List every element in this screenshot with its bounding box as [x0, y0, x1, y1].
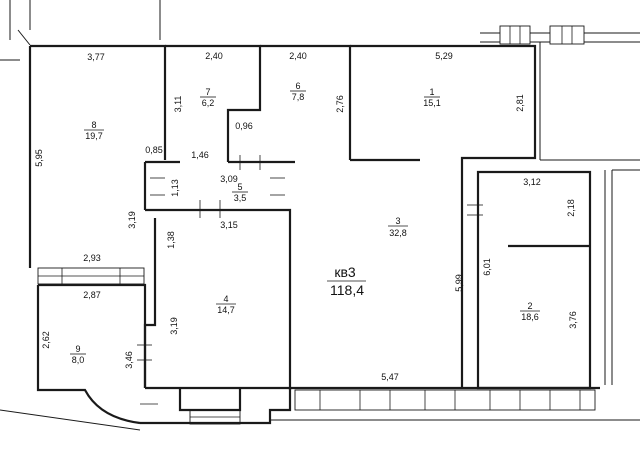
dimension: 2,40	[205, 51, 223, 61]
svg-text:6: 6	[295, 81, 300, 91]
room-1-label: 1 15,1	[423, 87, 441, 108]
dimension: 5,99	[454, 274, 464, 292]
room-2-label: 2 18,6	[520, 301, 540, 322]
dimension: 3,11	[173, 96, 183, 113]
dimension: 1,46	[191, 150, 209, 160]
walls	[28, 44, 600, 425]
room-labels: 1 15,1 2 18,6 3 32,8 4 14,7 5 3,5 6 7,8	[70, 81, 540, 365]
svg-text:4: 4	[223, 294, 228, 304]
dimension: 3,46	[124, 351, 134, 369]
dimension-labels: 3,77 2,40 2,40 5,29 3,11 0,96 2,76 2,81 …	[34, 51, 578, 382]
dimension: 3,09	[220, 174, 238, 184]
room-3-label: 3 32,8	[388, 216, 408, 238]
dimension: 3,15	[220, 220, 238, 230]
svg-text:15,1: 15,1	[423, 98, 441, 108]
apartment-total: кв3 118,4	[327, 264, 366, 298]
room-6-label: 6 7,8	[290, 81, 306, 102]
dimension: 3,19	[169, 317, 179, 335]
dimension: 0,85	[145, 145, 163, 155]
svg-text:9: 9	[75, 344, 80, 354]
svg-text:3: 3	[395, 216, 400, 226]
dimension: 3,19	[127, 211, 137, 229]
dimension: 6,01	[482, 258, 492, 276]
svg-text:7: 7	[205, 87, 210, 97]
door-marks	[137, 155, 483, 405]
apartment-label: кв3	[334, 264, 356, 280]
dimension: 1,38	[166, 231, 176, 249]
room-9-label: 9 8,0	[70, 344, 86, 365]
svg-text:7,8: 7,8	[292, 92, 305, 102]
svg-text:14,7: 14,7	[217, 305, 235, 315]
svg-text:19,7: 19,7	[85, 131, 103, 141]
room-5-label: 5 3,5	[232, 182, 248, 203]
dimension: 0,96	[235, 121, 253, 131]
windows	[37, 25, 596, 425]
svg-text:1: 1	[429, 87, 434, 97]
svg-text:18,6: 18,6	[521, 312, 539, 322]
svg-text:8,0: 8,0	[72, 355, 85, 365]
room-8-label: 8 19,7	[84, 120, 104, 141]
dimension: 2,87	[83, 290, 101, 300]
dimension: 2,76	[335, 95, 345, 113]
svg-text:2: 2	[527, 301, 532, 311]
dimension: 2,40	[289, 51, 307, 61]
dimension: 3,76	[568, 311, 578, 329]
dimension: 5,29	[435, 51, 453, 61]
dimension: 2,93	[83, 253, 101, 263]
apartment-area: 118,4	[330, 282, 364, 298]
building-context	[0, 0, 640, 431]
dimension: 2,81	[515, 94, 525, 112]
dimension: 5,47	[381, 372, 399, 382]
room-7-label: 7 6,2	[200, 87, 216, 108]
svg-text:8: 8	[91, 120, 96, 130]
svg-text:5: 5	[237, 182, 242, 192]
dimension: 2,18	[566, 199, 576, 217]
svg-text:3,5: 3,5	[234, 193, 247, 203]
dimension: 5,95	[34, 149, 44, 167]
room-4-label: 4 14,7	[216, 294, 236, 315]
dimension: 2,62	[41, 331, 51, 349]
dimension: 3,77	[87, 52, 105, 62]
dimension: 3,12	[523, 177, 541, 187]
dimension: 1,13	[170, 179, 180, 197]
svg-text:32,8: 32,8	[389, 228, 407, 238]
svg-text:6,2: 6,2	[202, 98, 215, 108]
